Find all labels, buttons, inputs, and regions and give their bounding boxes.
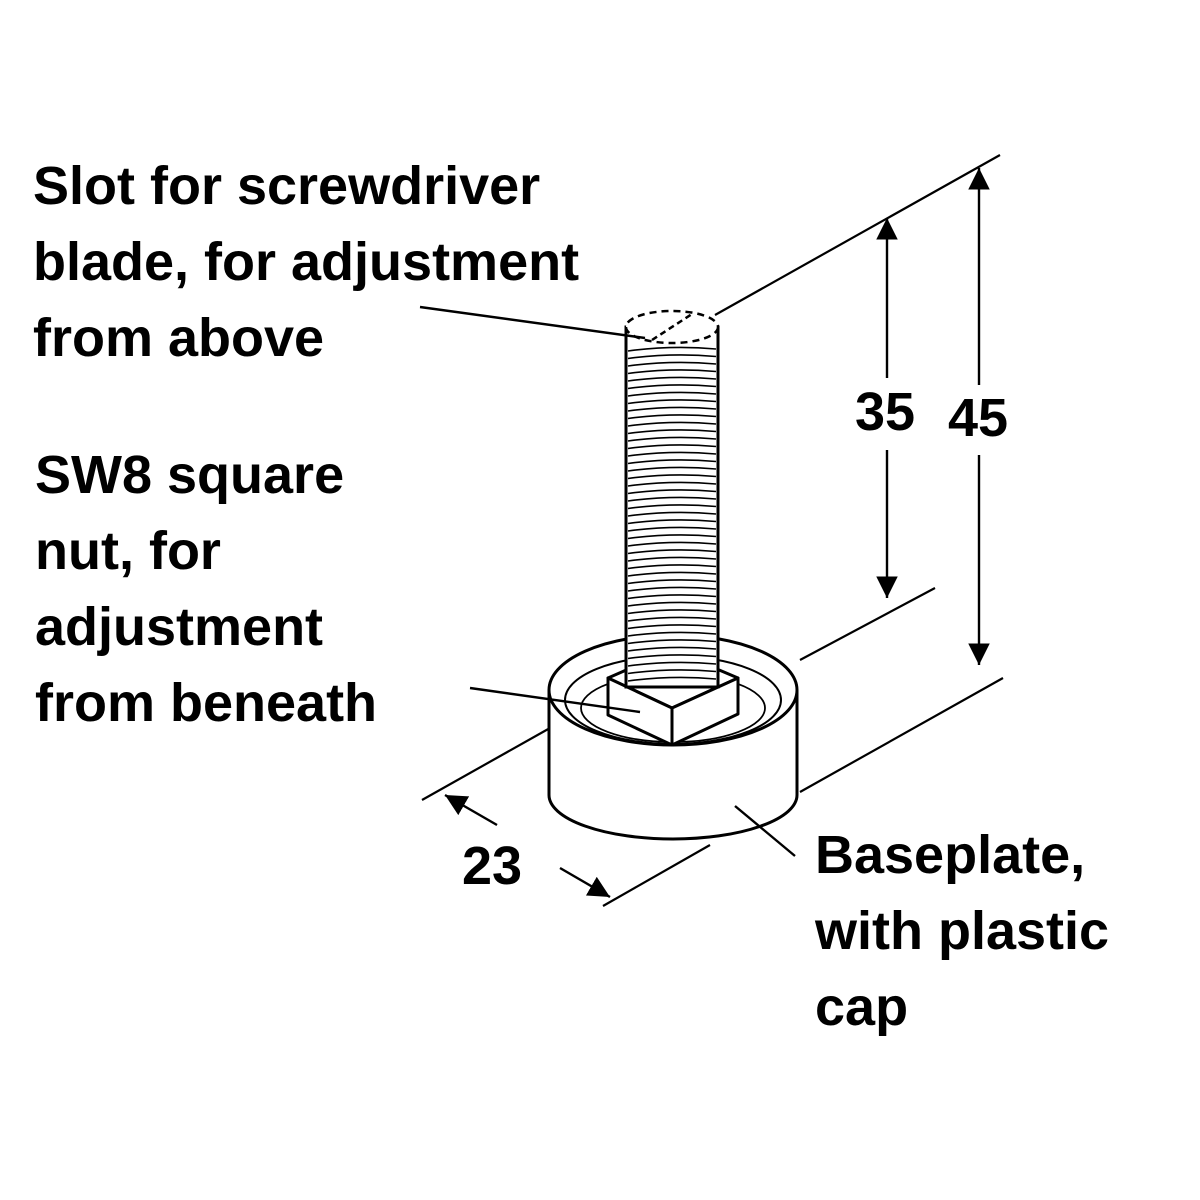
threaded-rod [624, 309, 720, 689]
thread-line [627, 511, 717, 517]
thread-line [627, 631, 717, 637]
thread-line [627, 564, 717, 570]
thread-line [627, 399, 717, 405]
thread-line [627, 346, 717, 352]
thread-line [627, 489, 717, 495]
nut-callout-line: from beneath [35, 673, 378, 733]
thread-line [627, 444, 717, 450]
nut-callout-line: SW8 square [35, 445, 345, 505]
thread-line [627, 496, 717, 502]
nut-leader [469, 686, 641, 714]
thread-line [627, 549, 717, 555]
dimension-45: 45 [948, 388, 1009, 448]
thread-line [627, 481, 717, 487]
slot-callout-line: from above [33, 308, 325, 368]
thread-line [627, 594, 717, 600]
thread-line [627, 639, 717, 645]
dim-23-arrow [444, 793, 498, 827]
extension-lines [421, 154, 1004, 907]
thread-line [627, 391, 717, 397]
thread-line [627, 676, 717, 682]
thread-line [627, 601, 717, 607]
thread-line [627, 504, 717, 510]
slot-callout: Slot for screwdriver blade, for adjustme… [33, 148, 579, 376]
dimension-35: 35 [855, 382, 916, 442]
thread-line [627, 421, 717, 427]
baseplate-callout-line: Baseplate, [815, 825, 1086, 885]
slot-callout-line: Slot for screwdriver [33, 156, 541, 216]
thread-line [627, 384, 717, 390]
thread-line [627, 654, 717, 660]
thread-line [627, 646, 717, 652]
slot-leader [419, 305, 646, 340]
thread-line [627, 354, 717, 360]
dim-23-arrow [559, 866, 611, 899]
baseplate-callout-line: cap [815, 977, 909, 1037]
thread-line [627, 556, 717, 562]
thread-line [627, 579, 717, 585]
thread-line [627, 519, 717, 525]
thread-line [627, 541, 717, 547]
nut-callout-line: nut, for [35, 521, 221, 581]
slot-callout-line: blade, for adjustment [33, 232, 580, 292]
thread-line [627, 586, 717, 592]
thread-line [627, 571, 717, 577]
thread-line [627, 526, 717, 532]
thread-line [627, 459, 717, 465]
thread-line [627, 661, 717, 667]
baseplate-leader [734, 805, 796, 857]
thread-line [627, 369, 717, 375]
baseplate-callout-line: with plastic [815, 901, 1110, 961]
baseplate-callout: Baseplate, with plastic cap [815, 817, 1109, 1045]
thread-line [627, 376, 717, 382]
thread-line [627, 474, 717, 480]
thread-line [627, 451, 717, 457]
thread-line [627, 609, 717, 615]
thread-line [627, 429, 717, 435]
thread-line [627, 361, 717, 367]
thread-line [627, 406, 717, 412]
thread-line [627, 616, 717, 622]
nut-callout-line: adjustment [35, 597, 324, 657]
thread-line [627, 414, 717, 420]
dimension-arrows [444, 168, 990, 899]
thread-line [627, 669, 717, 675]
dimension-23: 23 [462, 836, 523, 896]
thread-line [627, 466, 717, 472]
nut-callout: SW8 square nut, for adjustment from bene… [35, 437, 377, 741]
thread-line [627, 624, 717, 630]
thread-line [627, 436, 717, 442]
thread-line [627, 534, 717, 540]
leader-lines [419, 305, 796, 857]
